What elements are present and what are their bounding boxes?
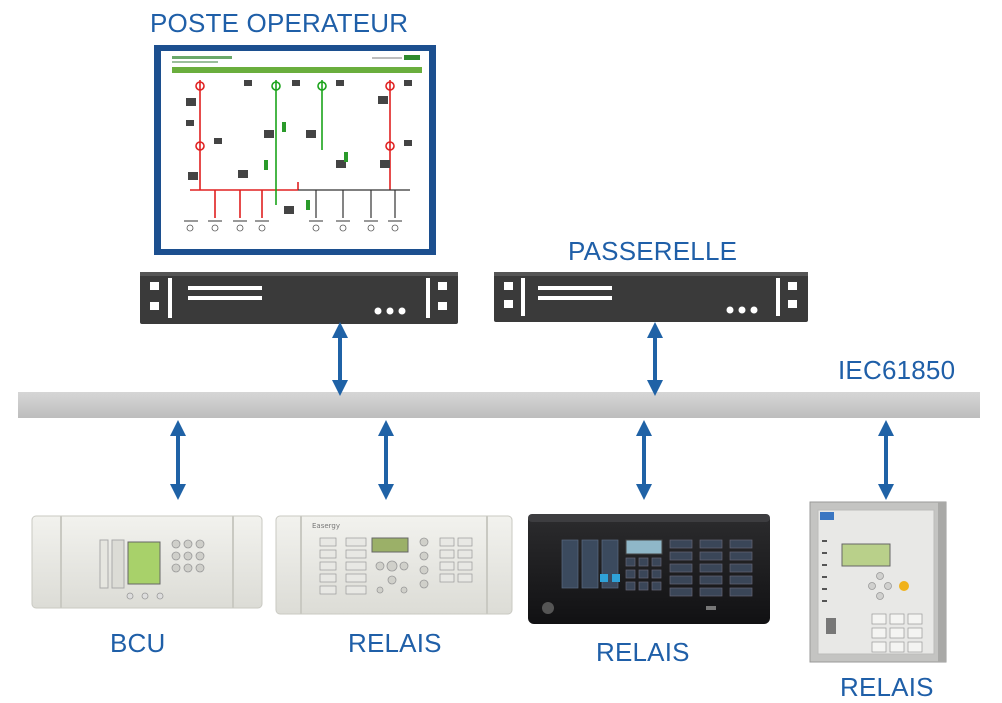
iec61850-bus (18, 392, 980, 418)
operator-server-rack (140, 272, 458, 324)
bcu-device (31, 515, 263, 609)
gateway-server-rack (494, 272, 808, 322)
relay-3-label: RELAIS (840, 672, 934, 702)
gateway-label: PASSERELLE (568, 236, 738, 266)
relay-1-brand: Easergy (312, 522, 340, 530)
relay-1-device: Easergy (275, 515, 513, 615)
link-arrows (170, 322, 894, 500)
operator-station-screen (154, 45, 436, 255)
operator-station-label: POSTE OPERATEUR (150, 8, 409, 38)
relay-2-label: RELAIS (596, 637, 690, 667)
bus-label: IEC61850 (838, 355, 956, 385)
relay-2-device (528, 514, 770, 624)
relay-3-device (809, 501, 947, 663)
bcu-label: BCU (110, 628, 166, 658)
relay-1-label: RELAIS (348, 628, 442, 658)
